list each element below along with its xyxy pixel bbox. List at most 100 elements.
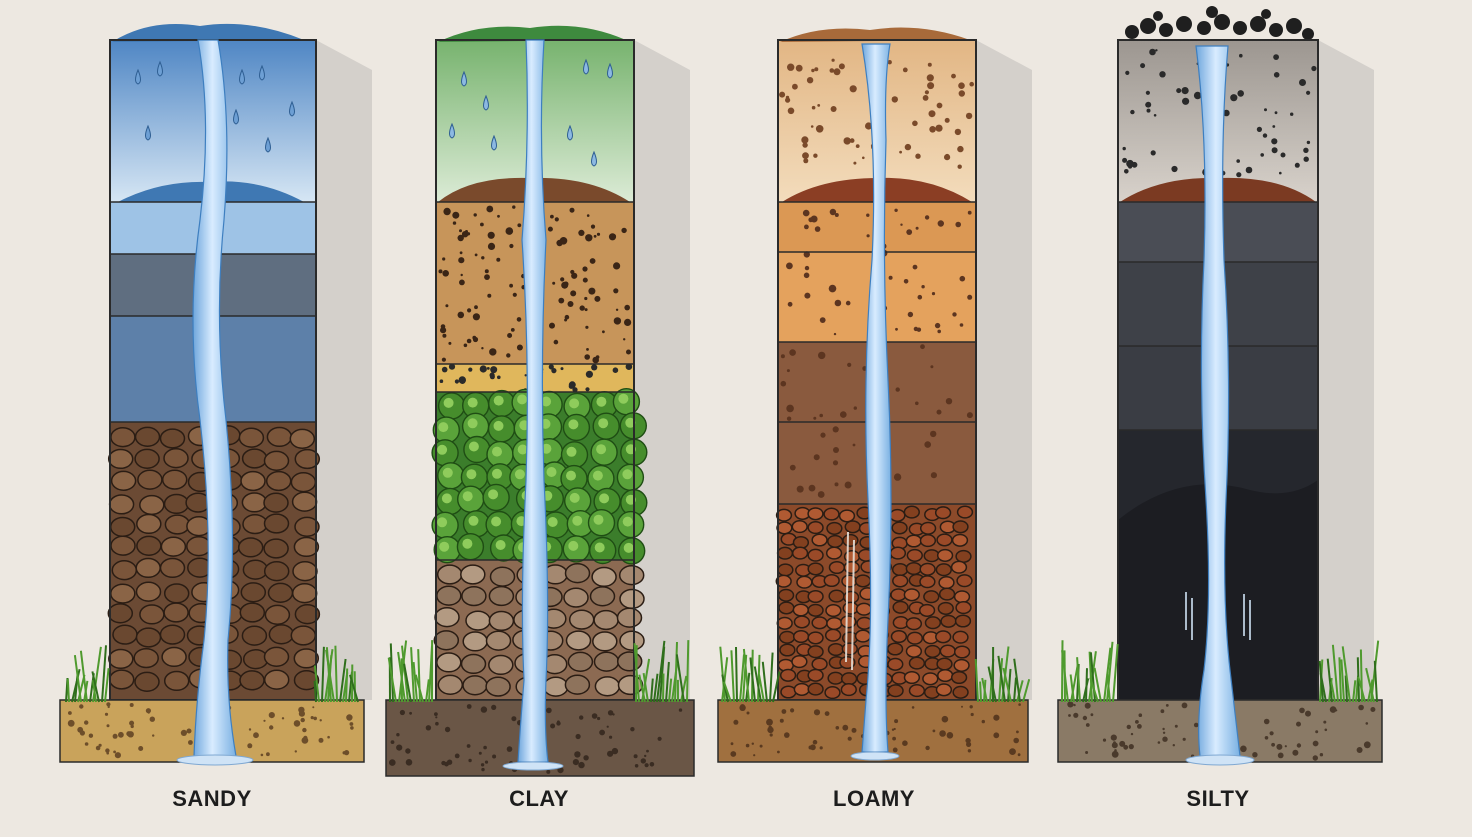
ground-speck <box>893 748 898 753</box>
soil-speck <box>951 74 956 79</box>
ground-speck <box>576 734 581 739</box>
pebble <box>438 565 462 584</box>
soil-speck <box>1295 163 1300 168</box>
soil-speck <box>439 269 443 273</box>
pebble <box>956 551 971 563</box>
pebble <box>437 586 461 605</box>
soil-speck <box>818 491 825 498</box>
soil-speck <box>786 263 793 270</box>
soil-speck <box>1159 71 1165 77</box>
ground-speck <box>1366 722 1369 725</box>
soil-speck <box>585 308 588 311</box>
ground-speck <box>400 710 405 715</box>
ground-speck <box>679 708 682 711</box>
grass-blade <box>411 647 414 702</box>
soil-speck <box>1145 102 1151 108</box>
label-sandy: SANDY <box>92 786 332 812</box>
ground-speck <box>1175 725 1178 728</box>
ground-speck <box>1166 704 1169 707</box>
soil-speck <box>959 90 965 96</box>
soil-speck <box>468 368 472 372</box>
soil-speck <box>442 257 445 260</box>
pebble <box>265 562 289 581</box>
ground-speck <box>644 755 646 757</box>
soil-speck <box>442 367 448 373</box>
pebble <box>940 588 955 600</box>
pebble <box>794 537 809 549</box>
pebble <box>826 629 841 641</box>
pebble <box>844 592 859 604</box>
ground-speck <box>1194 723 1199 728</box>
soil-speck <box>490 374 495 379</box>
pebble <box>110 670 134 689</box>
soil-speck <box>590 258 596 264</box>
pebble <box>938 603 953 615</box>
pebble <box>111 518 135 537</box>
pebble <box>135 672 159 691</box>
soil-speck <box>968 211 972 215</box>
ground-speck <box>447 760 452 765</box>
ground-speck <box>1370 707 1375 712</box>
ground-speck <box>1111 735 1117 741</box>
soil-speck <box>442 270 449 277</box>
ground-speck <box>1183 738 1186 741</box>
ground-speck <box>1296 722 1301 727</box>
ground-speck <box>1139 713 1143 717</box>
ground-speck <box>546 708 552 714</box>
soil-speck <box>509 244 513 248</box>
ground-speck <box>597 717 600 720</box>
root-bush-highlight <box>437 445 447 455</box>
soil-speck <box>1151 150 1156 155</box>
pebble <box>842 575 857 587</box>
soil-speck <box>602 330 605 333</box>
soil-speck <box>867 234 870 237</box>
ground-speck <box>89 734 93 738</box>
soil-speck <box>847 363 851 367</box>
ground-speck <box>435 722 439 726</box>
ground-speck <box>389 759 396 766</box>
soil-speck <box>459 229 462 232</box>
soil-speck <box>1272 147 1278 153</box>
soil-speck <box>845 482 852 489</box>
pebble <box>138 470 162 489</box>
pebble <box>240 671 264 690</box>
ground-speck <box>645 763 649 767</box>
pebble <box>165 515 189 534</box>
pebble <box>905 672 920 684</box>
root-bush-highlight <box>547 467 557 477</box>
pebble <box>241 583 265 602</box>
ground-speck <box>247 743 252 748</box>
pebble <box>826 605 841 617</box>
pebble <box>888 659 903 671</box>
pebble <box>808 683 823 695</box>
soil-speck <box>1246 167 1253 174</box>
ground-speck <box>85 742 89 746</box>
soil-speck <box>554 340 559 345</box>
pebble <box>936 631 951 643</box>
pebble <box>845 521 860 533</box>
soil-speck <box>796 65 803 72</box>
pebble <box>910 657 925 669</box>
pebble <box>808 563 823 575</box>
soil-speck <box>549 364 554 369</box>
pebble <box>243 560 267 579</box>
grass-blade <box>315 681 316 702</box>
pebble <box>463 676 487 695</box>
root-bush-highlight <box>622 469 632 479</box>
ground-speck <box>350 726 354 730</box>
pebble <box>111 584 135 603</box>
pebble <box>462 587 486 606</box>
pebble <box>828 536 843 548</box>
soil-speck <box>788 108 795 115</box>
pebble <box>462 655 486 674</box>
soil-speck <box>1275 111 1278 114</box>
soil-speck <box>512 205 515 208</box>
ground-speck <box>1161 709 1165 713</box>
ground-speck <box>658 737 662 741</box>
grass-blade <box>1086 668 1087 702</box>
ground-speck <box>1073 713 1078 718</box>
soil-speck <box>804 225 809 230</box>
pebble <box>489 656 513 675</box>
pebble <box>112 561 136 580</box>
ground-speck <box>294 720 301 727</box>
